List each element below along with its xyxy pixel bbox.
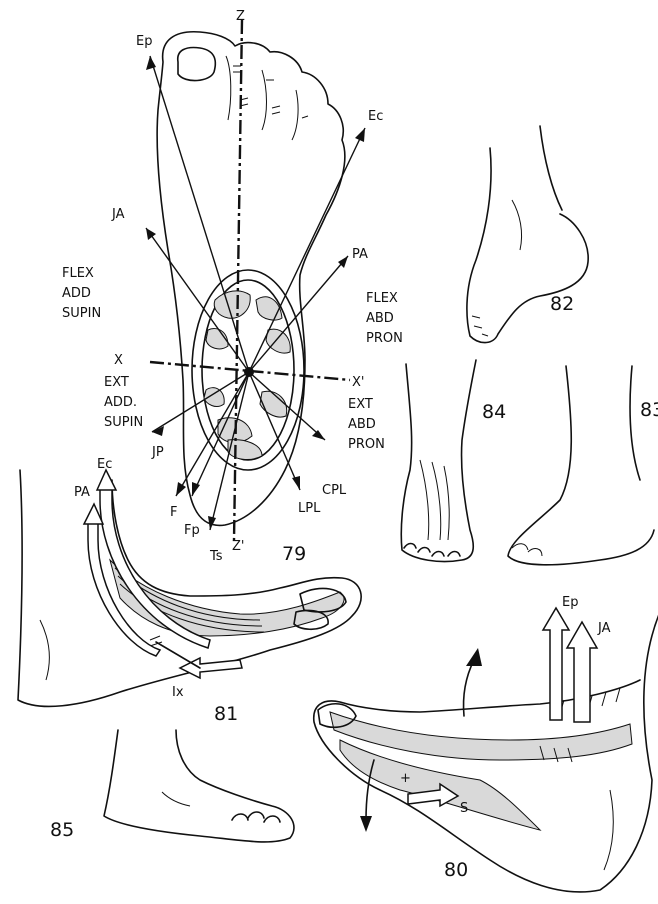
axis-label-x: X	[114, 353, 123, 368]
fig80-label-s: S	[460, 801, 468, 816]
quadrant-lower-left-line-3: SUPIN	[104, 415, 143, 430]
quadrant-upper-left: FLEX ADD SUPIN	[62, 266, 101, 321]
vector-ec	[249, 128, 365, 372]
quadrant-upper-right-line-3: PRON	[366, 331, 403, 346]
fig81-heel-line	[40, 620, 49, 680]
fig80-label-plus: +	[400, 771, 411, 786]
figure-number-80: 80	[444, 859, 468, 881]
quadrant-upper-right-line-2: ABD	[366, 311, 394, 326]
quadrant-upper-left-line-3: SUPIN	[62, 306, 101, 321]
label-fp: Fp	[184, 523, 200, 538]
quadrant-upper-right-line-1: FLEX	[366, 291, 398, 306]
axis-label-z: Z	[236, 9, 245, 24]
figure-number-79: 79	[282, 543, 306, 565]
axis-label-x-prime: X'	[352, 375, 364, 390]
label-f: F	[170, 505, 177, 520]
figure-79: Z Z' X X' Ep Ec JA PA JP F Fp Ts LPL CPL…	[62, 9, 403, 565]
z-axis	[234, 20, 242, 540]
compartment-5	[204, 388, 224, 407]
compartment-8	[228, 440, 262, 460]
fig83-back	[630, 366, 640, 480]
label-pa: PA	[352, 247, 368, 262]
label-ts: Ts	[209, 549, 223, 564]
fig85-toes	[232, 812, 280, 822]
quadrant-lower-right-line-1: EXT	[348, 397, 373, 412]
axis-label-z-prime: Z'	[232, 539, 244, 554]
quadrant-upper-right: FLEX ABD PRON	[366, 291, 403, 346]
figure-80: + S Ep JA 80	[314, 595, 658, 892]
compartment-2	[256, 297, 282, 320]
fig82-toes	[472, 316, 488, 336]
arrowhead-ep	[146, 56, 156, 70]
fig82-ankle-line	[512, 200, 522, 250]
fig81-label-ix: Ix	[172, 685, 184, 700]
fig80-ja-arrow	[567, 622, 597, 722]
arrowhead-cpl	[312, 430, 325, 440]
figure-81: Ec PA Ix 81	[18, 457, 361, 725]
vector-ep	[150, 56, 249, 372]
quadrant-upper-left-line-1: FLEX	[62, 266, 94, 281]
big-toenail	[178, 48, 216, 81]
label-cpl: CPL	[322, 483, 347, 498]
quadrant-lower-right-line-3: PRON	[348, 437, 385, 452]
toe-crease-3	[292, 90, 298, 140]
arrowhead-fp	[192, 482, 200, 496]
toe-crease-1	[226, 56, 231, 120]
compartment-1	[214, 291, 250, 318]
figure-85: 85	[50, 730, 294, 842]
fig80-heel-line	[604, 790, 613, 870]
quadrant-upper-left-line-2: ADD	[62, 286, 91, 301]
compartment-4	[266, 329, 290, 353]
fig84-foot	[401, 360, 476, 562]
label-ja: JA	[111, 207, 125, 222]
fig81-ec-arrowhead	[97, 470, 116, 490]
label-jp: JP	[151, 445, 164, 460]
label-ec: Ec	[368, 109, 383, 124]
quadrant-lower-left: EXT ADD. SUPIN	[104, 375, 143, 430]
arrowhead-ja	[146, 228, 156, 240]
arrowhead-ec	[355, 128, 365, 142]
fig80-label-ja: JA	[597, 621, 611, 636]
fig85-foot	[104, 730, 294, 842]
figure-82: 82	[467, 126, 588, 343]
fig80-label-ep: Ep	[562, 595, 578, 610]
figure-number-82: 82	[550, 293, 574, 315]
fig82-shin	[540, 126, 562, 210]
fig80-rotation-arrow	[463, 660, 474, 716]
quadrant-lower-right-line-2: ABD	[348, 417, 376, 432]
fig84-toes	[404, 544, 460, 557]
vector-cpl	[249, 372, 325, 440]
compartment-6	[260, 391, 287, 417]
label-lpl: LPL	[298, 501, 321, 516]
toe-crease-2	[262, 70, 267, 130]
arrowhead-ts	[208, 516, 216, 530]
fig80-down-arrowhead	[360, 816, 372, 832]
fig85-ankle-line	[162, 792, 190, 806]
toe-tick-2	[233, 66, 274, 80]
quadrant-lower-right: EXT ABD PRON	[348, 397, 385, 452]
figure-83: 83	[508, 366, 658, 565]
arrowhead-lpl	[292, 476, 300, 490]
fig83-foot	[508, 366, 654, 565]
fig83-toes	[512, 544, 542, 556]
figure-number-81: 81	[214, 703, 238, 725]
arrowhead-f	[176, 482, 186, 496]
quadrant-lower-left-line-1: EXT	[104, 375, 129, 390]
figure-number-84: 84	[482, 401, 506, 423]
figure-number-83: 83	[640, 399, 658, 421]
fig81-label-pa: PA	[74, 485, 90, 500]
quadrant-lower-left-line-2: ADD.	[104, 395, 137, 410]
figure-number-85: 85	[50, 819, 74, 841]
fig84-tendons	[420, 460, 449, 540]
figure-84: 84	[401, 360, 506, 562]
fig80-rotation-arrowhead	[466, 648, 482, 666]
fig81-label-ec: Ec	[97, 457, 112, 472]
label-ep: Ep	[136, 34, 152, 49]
fig81-ix-stroke	[156, 642, 200, 668]
